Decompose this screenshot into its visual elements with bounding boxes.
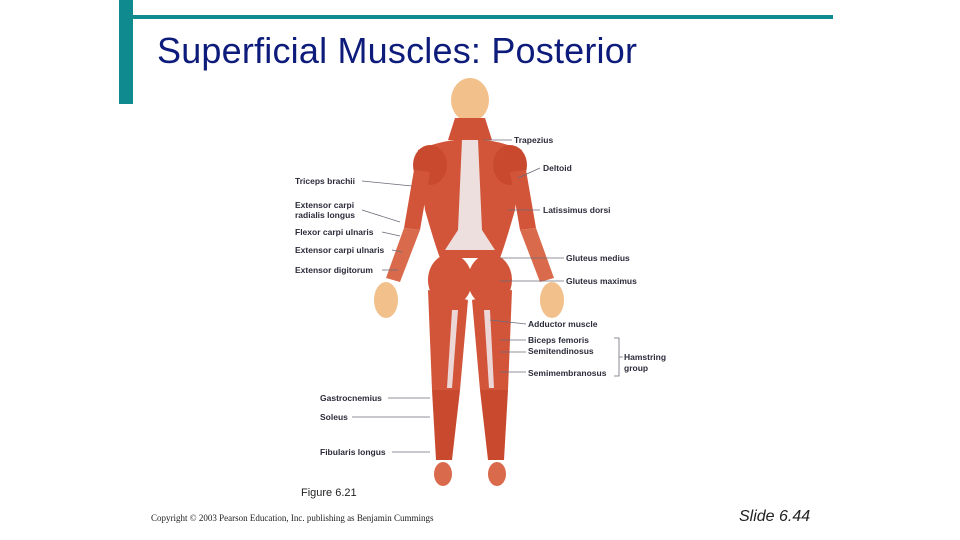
calf-left (432, 390, 460, 460)
body-illustration (374, 78, 564, 486)
label-hamstring-line1: Hamstring (624, 352, 666, 362)
spine-tendon (445, 140, 495, 250)
label-triceps-brachii: Triceps brachii (295, 176, 355, 186)
thigh-tendon-right (484, 310, 494, 388)
label-semitendinosus: Semitendinosus (528, 346, 594, 356)
neck (448, 118, 492, 140)
label-gluteus-medius: Gluteus medius (566, 253, 630, 263)
label-trapezius: Trapezius (514, 135, 553, 145)
hand-right (540, 282, 564, 318)
label-extensor-carpi-line1: Extensor carpi (295, 200, 354, 210)
label-extensor-carpi-ulnaris: Extensor carpi ulnaris (295, 245, 385, 255)
foot-left (434, 462, 452, 486)
copyright-notice: Copyright © 2003 Pearson Education, Inc.… (151, 513, 434, 523)
label-flexor-carpi-ulnaris: Flexor carpi ulnaris (295, 227, 374, 237)
label-extensor-digitorum: Extensor digitorum (295, 265, 373, 275)
forearm-right (520, 228, 554, 282)
label-gastrocnemius: Gastrocnemius (320, 393, 382, 403)
label-gluteus-maximus: Gluteus maximus (566, 276, 637, 286)
slide-title: Superficial Muscles: Posterior (157, 30, 638, 71)
label-extensor-carpi-line2: radialis longus (295, 210, 355, 220)
labels-left: Triceps brachii Extensor carpi radialis … (295, 176, 386, 457)
head (451, 78, 489, 122)
label-soleus: Soleus (320, 412, 348, 422)
thigh-left (428, 290, 468, 390)
labels-right: Trapezius Deltoid Latissimus dorsi Glute… (514, 135, 666, 378)
thigh-tendon-left (447, 310, 458, 388)
label-deltoid: Deltoid (543, 163, 572, 173)
accent-bar (119, 0, 133, 104)
accent-line (133, 15, 833, 19)
forearm-left (386, 228, 420, 282)
hand-left (374, 282, 398, 318)
thigh-right (472, 290, 512, 390)
upper-arm-right (510, 170, 536, 230)
muscle-figure: Triceps brachii Extensor carpi radialis … (295, 78, 666, 486)
label-semimembranosus: Semimembranosus (528, 368, 607, 378)
figure-caption: Figure 6.21 (301, 487, 357, 499)
foot-right (488, 462, 506, 486)
label-fibularis-longus: Fibularis longus (320, 447, 386, 457)
label-biceps-femoris: Biceps femoris (528, 335, 589, 345)
label-adductor-muscle: Adductor muscle (528, 319, 598, 329)
slide-number: Slide 6.44 (739, 508, 811, 525)
label-latissimus-dorsi: Latissimus dorsi (543, 205, 611, 215)
calf-right (480, 390, 508, 460)
leader-lines (352, 139, 623, 453)
upper-arm-left (404, 170, 430, 230)
label-hamstring-line2: group (624, 363, 648, 373)
